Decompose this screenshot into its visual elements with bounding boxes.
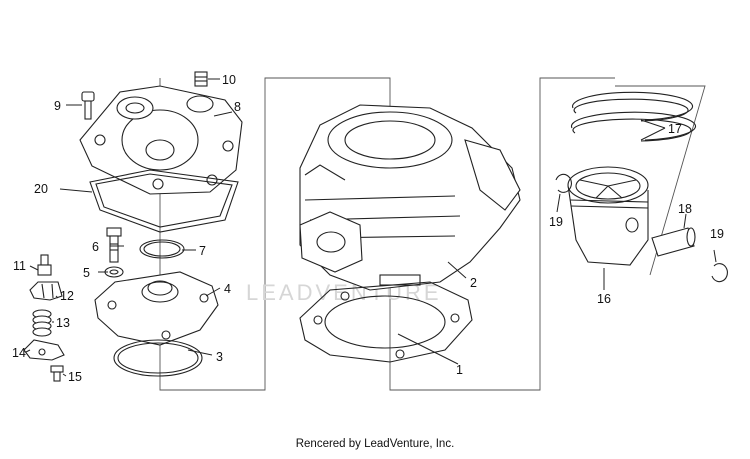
cylinder-head[interactable] (79, 85, 243, 195)
o-ring-3[interactable] (113, 339, 203, 377)
callout-1[interactable]: 1 (456, 363, 463, 377)
fitting-11[interactable] (37, 254, 52, 276)
callout-7[interactable]: 7 (199, 244, 206, 258)
callout-19-right[interactable]: 19 (710, 227, 724, 241)
callout-8[interactable]: 8 (234, 100, 241, 114)
callout-6[interactable]: 6 (92, 240, 99, 254)
spark-plug-insert[interactable] (194, 71, 208, 87)
head-bolt[interactable] (81, 91, 95, 120)
callout-9[interactable]: 9 (54, 99, 61, 113)
circlip-left[interactable] (555, 173, 572, 193)
bolt-6[interactable] (106, 227, 122, 263)
callout-19-left[interactable]: 19 (549, 215, 563, 229)
callout-17[interactable]: 17 (668, 122, 682, 136)
group-outlines (159, 77, 706, 391)
base-gasket[interactable] (299, 281, 473, 363)
callout-18[interactable]: 18 (678, 202, 692, 216)
callout-16[interactable]: 16 (597, 292, 611, 306)
head-gasket[interactable] (89, 169, 239, 233)
washer-5[interactable] (104, 266, 124, 278)
piston-rings[interactable] (570, 91, 697, 142)
callout-14[interactable]: 14 (12, 346, 26, 360)
valve-cover[interactable] (94, 271, 219, 346)
clip-12[interactable] (29, 281, 63, 301)
cylinder[interactable] (299, 104, 521, 291)
bracket-14[interactable] (23, 339, 65, 361)
o-ring-7[interactable] (139, 239, 185, 259)
footer-credit: Rencered by LeadVenture, Inc. (295, 438, 455, 450)
wrist-pin[interactable] (651, 227, 696, 257)
piston[interactable] (567, 166, 649, 266)
callout-11[interactable]: 11 (13, 259, 26, 273)
screw-15[interactable] (50, 365, 64, 382)
callout-3[interactable]: 3 (216, 350, 223, 364)
spring-13[interactable] (32, 309, 52, 337)
callout-2[interactable]: 2 (470, 276, 477, 290)
circlip-right[interactable] (711, 263, 728, 283)
callout-labels: 1 2 3 4 5 6 7 8 9 10 11 12 13 14 15 16 1… (12, 73, 724, 384)
callout-5[interactable]: 5 (83, 266, 90, 280)
callout-4[interactable]: 4 (224, 282, 231, 296)
callout-13[interactable]: 13 (56, 316, 70, 330)
callout-10[interactable]: 10 (222, 73, 236, 87)
callout-20[interactable]: 20 (34, 182, 48, 196)
callout-15[interactable]: 15 (68, 370, 82, 384)
callout-12[interactable]: 12 (60, 289, 74, 303)
leader-lines (25, 78, 717, 377)
